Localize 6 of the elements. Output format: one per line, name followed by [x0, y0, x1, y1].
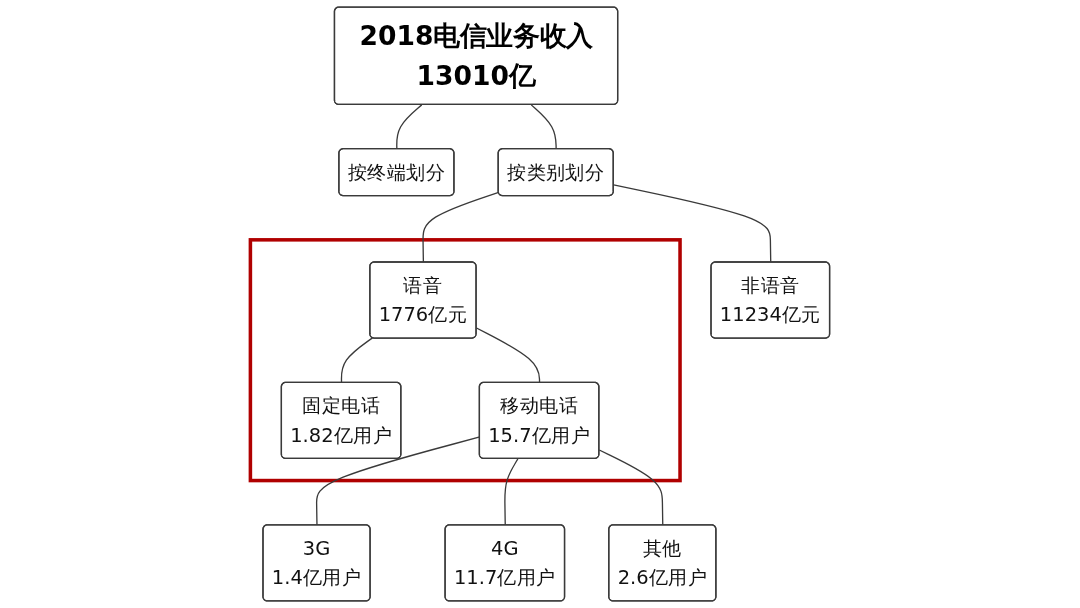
connector [396, 104, 423, 150]
connector [340, 337, 374, 384]
cluster [248, 238, 682, 483]
connector [530, 104, 557, 150]
connector [598, 449, 664, 526]
connector [504, 458, 519, 526]
